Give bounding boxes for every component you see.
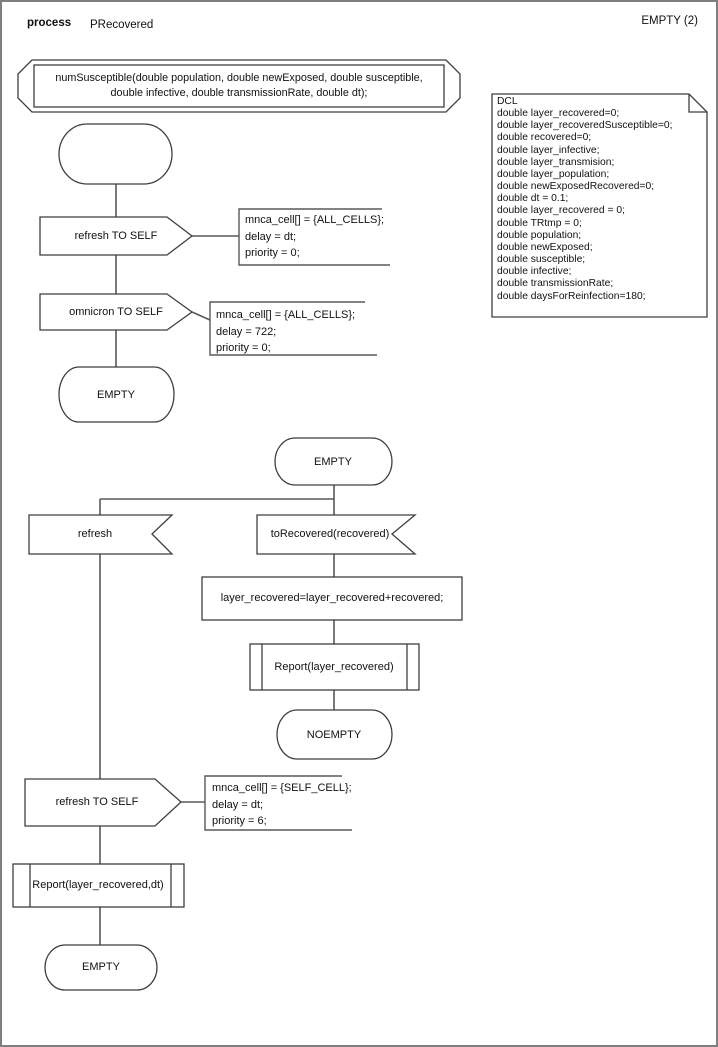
comment-3-text: mnca_cell[] = {SELF_CELL}; delay = dt; p… [212, 780, 352, 830]
state-empty-1-label: EMPTY [97, 388, 135, 401]
output-omnicron-to-self-label: omnicron TO SELF [69, 305, 163, 318]
state-empty-3-shape [44, 944, 158, 991]
dcl-line: double layer_population; [497, 168, 610, 180]
procedure-declaration-line: double infective, double transmissionRat… [110, 87, 368, 99]
procedure-declaration-text: numSusceptible(double population, double… [55, 71, 422, 101]
input-refresh-label: refresh [77, 527, 113, 540]
comment-line: priority = 0; [245, 247, 300, 259]
dcl-line: double layer_recovered=0; [497, 108, 620, 120]
procedure-declaration-line: numSusceptible(double population, double… [55, 72, 423, 84]
dcl-line: double newExposedRecovered=0; [497, 181, 655, 193]
call-report-2-label: Report(layer_recovered,dt) [32, 878, 164, 891]
dcl-line: double recovered=0; [497, 132, 592, 144]
output-refresh-to-self-1-shape [39, 216, 194, 256]
dcl-line: double layer_infective; [497, 144, 600, 156]
comment-line: mnca_cell[] = {ALL_CELLS}; [245, 214, 385, 226]
dcl-line: double population; [497, 229, 582, 241]
dcl-line: double layer_recovered = 0; [497, 205, 625, 217]
start-state-shape [58, 123, 173, 185]
input-refresh-shape [28, 514, 174, 555]
output-refresh-to-self-2-label: refresh TO SELF [55, 795, 139, 808]
dcl-note-fold-icon [688, 94, 707, 113]
dcl-line: double layer_transmision; [497, 156, 615, 168]
comment-2-text: mnca_cell[] = {ALL_CELLS}; delay = 722; … [216, 307, 355, 357]
dcl-line: double transmissionRate; [497, 278, 614, 290]
state-empty-2-shape [274, 437, 393, 486]
comment-line: delay = dt; [245, 230, 297, 243]
state-empty-1-shape [58, 366, 175, 423]
comment-3-bracket [204, 775, 352, 831]
dcl-line: double daysForReinfection=180; [497, 290, 646, 302]
dcl-line: double infective; [497, 266, 572, 278]
procedure-declaration-shape-inner [33, 64, 445, 108]
dcl-line: DCL [497, 96, 518, 107]
dcl-line: double layer_recoveredSusceptible=0; [497, 120, 673, 132]
dcl-note-shape [491, 93, 708, 318]
input-torecovered-shape [256, 514, 417, 555]
dcl-line: double susceptible; [497, 254, 586, 266]
dcl-line: double dt = 0.1; [497, 193, 569, 205]
state-empty-2-label: EMPTY [314, 455, 352, 468]
state-noempty-label: NOEMPTY [306, 728, 362, 741]
dcl-note-text: DCL double layer_recovered=0; double lay… [497, 96, 672, 303]
process-name: PRecovered [90, 19, 154, 31]
dcl-line: double TRtmp = 0; [497, 217, 582, 229]
page-label: EMPTY (2) [641, 15, 698, 27]
call-report-1-label: Report(layer_recovered) [274, 660, 394, 673]
dcl-line: double newExposed; [497, 241, 593, 253]
comment-line: delay = dt; [212, 798, 264, 811]
task-layer-recovered-shape [201, 576, 463, 621]
comment-line: mnca_cell[] = {SELF_CELL}; [212, 782, 352, 794]
output-refresh-to-self-1-label: refresh TO SELF [74, 229, 158, 242]
output-refresh-to-self-2-shape [24, 778, 182, 827]
state-noempty-shape [276, 709, 393, 760]
task-layer-recovered-label: layer_recovered=layer_recovered+recovere… [220, 591, 444, 604]
comment-line: priority = 0; [216, 342, 271, 354]
output-omnicron-to-self-shape [39, 293, 194, 331]
comment-2-bracket [209, 301, 377, 356]
connector-output2-to-comment2 [191, 311, 211, 321]
comment-1-bracket [238, 208, 390, 266]
diagram-kind-label: process [27, 17, 72, 29]
input-torecovered-label: toRecovered(recovered) [270, 527, 390, 540]
call-report-1-shape [249, 643, 420, 691]
comment-line: delay = 722; [216, 325, 277, 338]
comment-line: mnca_cell[] = {ALL_CELLS}; [216, 309, 356, 321]
state-empty-3-label: EMPTY [82, 960, 120, 973]
comment-line: priority = 6; [212, 815, 267, 827]
call-report-2-shape [12, 863, 185, 908]
comment-1-text: mnca_cell[] = {ALL_CELLS}; delay = dt; p… [245, 212, 384, 262]
